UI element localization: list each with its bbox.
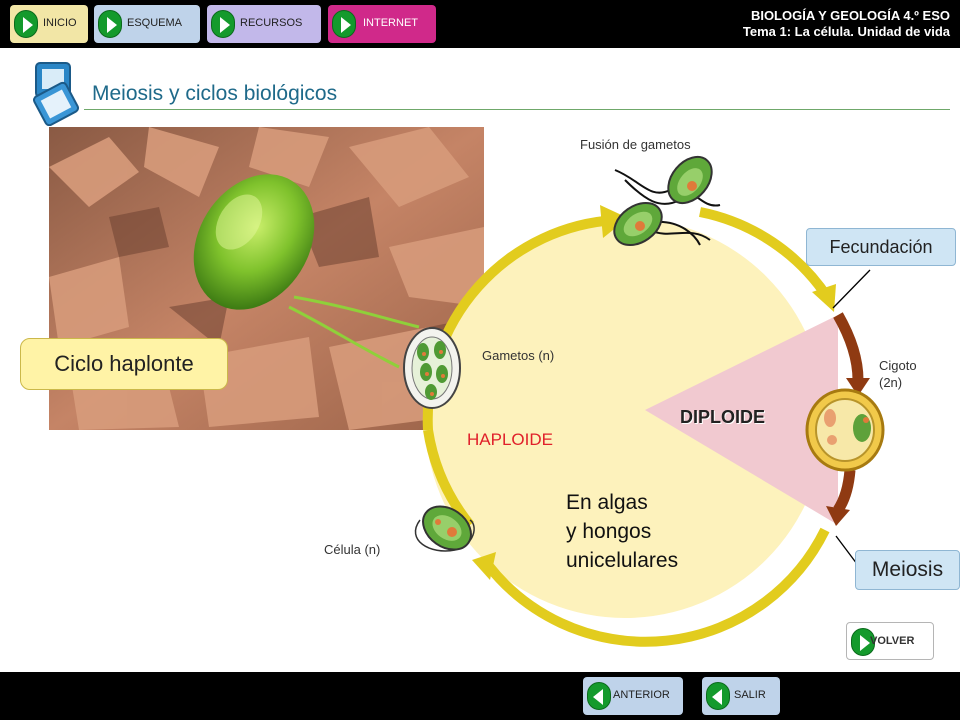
nav-esquema-label: ESQUEMA — [127, 17, 183, 29]
nav-esquema-button[interactable]: ESQUEMA — [94, 5, 200, 43]
page-title: Meiosis y ciclos biológicos — [92, 82, 338, 105]
bottom-bar — [0, 672, 960, 720]
haploid-phase-area — [425, 218, 825, 618]
play-arrow-icon — [211, 10, 235, 38]
back-arrow-icon — [587, 682, 611, 710]
header-text: BIOLOGÍA Y GEOLOGÍA 4.º ESO Tema 1: La c… — [743, 8, 950, 40]
nav-inicio-button[interactable]: INICIO — [10, 5, 88, 43]
zygote-icon — [805, 388, 885, 472]
volver-button[interactable]: VOLVER — [846, 622, 934, 660]
slide-logo-icon — [33, 62, 79, 126]
fecundacion-pointer — [832, 269, 871, 309]
gametangium-icon — [403, 327, 461, 409]
gametos-label: Gametos (n) — [482, 348, 555, 363]
fusion-gametos-label: Fusión de gametos — [580, 137, 691, 152]
ciclo-haplonte-label: Ciclo haplonte — [20, 338, 228, 390]
volver-label: VOLVER — [870, 635, 915, 647]
nav-recursos-button[interactable]: RECURSOS — [207, 5, 321, 43]
algas-line1: En algas — [566, 491, 648, 514]
algas-line2: y hongos — [566, 520, 652, 543]
salir-button[interactable]: SALIR — [702, 677, 780, 715]
cigoto-label-line2: (2n) — [879, 375, 903, 390]
algas-line3: unicelulares — [566, 549, 679, 572]
arrow-cigoto-meiosis — [833, 469, 856, 514]
nav-recursos-label: RECURSOS — [240, 17, 303, 29]
cigoto-label-line1: Cigoto — [879, 358, 917, 373]
algae-micrograph-image — [49, 127, 484, 430]
back-arrow-icon — [706, 682, 730, 710]
arrow-meiosis-celula — [484, 527, 830, 647]
arrow-fecundacion-cigoto — [833, 312, 864, 381]
diploid-phase-area — [645, 315, 838, 525]
algas-hongos-text: En algas y hongos unicelulares — [566, 488, 678, 575]
diploide-label: DIPLOIDE — [680, 407, 766, 427]
header-topic: Tema 1: La célula. Unidad de vida — [742, 24, 950, 39]
nav-internet-label: INTERNET — [363, 17, 418, 29]
play-arrow-icon — [98, 10, 122, 38]
haploide-label: HAPLOIDE — [467, 430, 553, 449]
fusing-gametes-icon — [613, 155, 721, 246]
celula-label: Célula (n) — [324, 542, 381, 557]
title-divider — [84, 109, 950, 110]
fecundacion-label: Fecundación — [806, 228, 956, 266]
salir-label: SALIR — [734, 689, 766, 701]
nav-internet-button[interactable]: INTERNET — [328, 5, 436, 43]
cigoto-label: Cigoto (2n) — [879, 357, 917, 391]
anterior-button[interactable]: ANTERIOR — [583, 677, 683, 715]
nav-inicio-label: INICIO — [43, 17, 77, 29]
play-arrow-icon — [14, 10, 38, 38]
play-arrow-icon — [332, 10, 356, 38]
play-arrow-icon — [851, 628, 875, 656]
anterior-label: ANTERIOR — [613, 689, 670, 701]
header-course: BIOLOGÍA Y GEOLOGÍA 4.º ESO — [750, 8, 950, 23]
meiosis-label: Meiosis — [855, 550, 960, 590]
haploid-cell-icon — [414, 505, 475, 552]
arrow-fusion-fecundacion — [699, 207, 833, 301]
